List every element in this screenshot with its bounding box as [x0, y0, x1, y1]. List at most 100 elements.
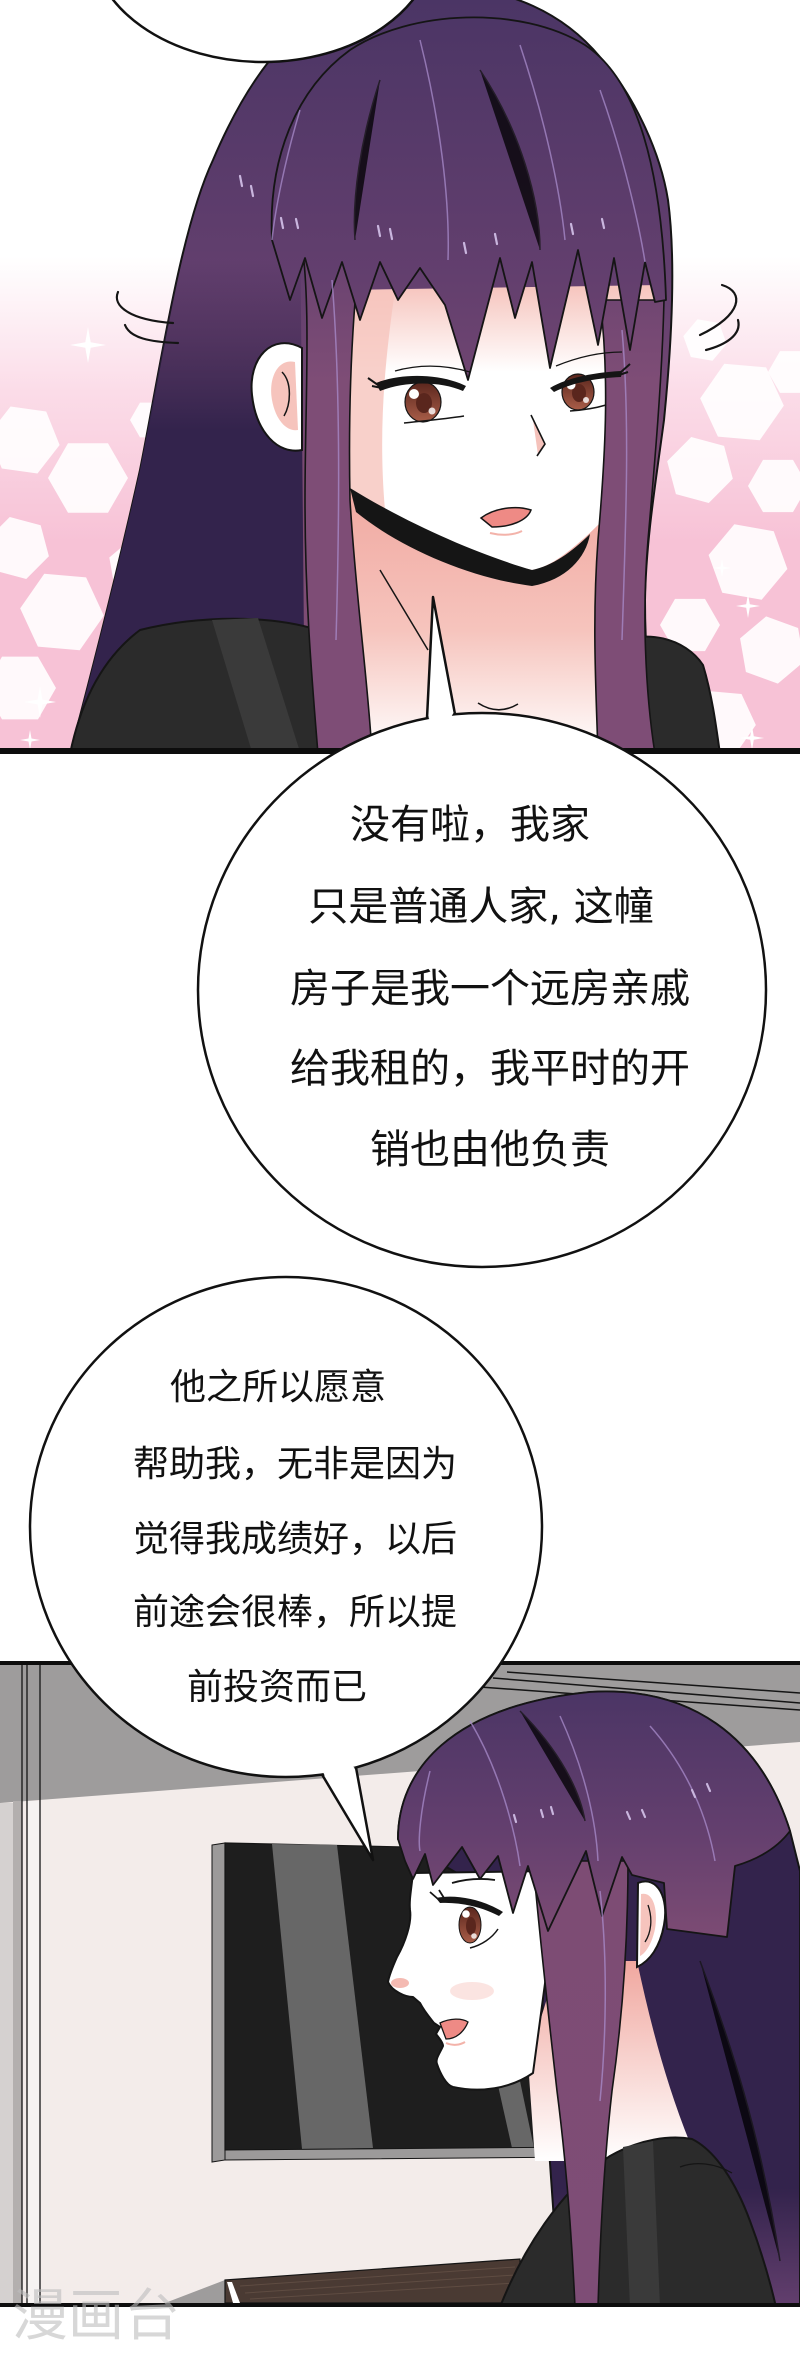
motion-line-left [123, 323, 180, 345]
pillar-strip [27, 1801, 40, 2307]
hair-bangs [270, 16, 667, 381]
motion-line-right [698, 283, 738, 337]
ear-fold-line [644, 1904, 652, 1943]
girl-close-up [68, 0, 722, 754]
molding-line [492, 1677, 800, 1704]
hair-lock-front [532, 1860, 629, 2307]
wood-grain [239, 2266, 516, 2300]
girl-profile [387, 1690, 800, 2307]
bubble-2-line-1: 他之所以愿意 [169, 1367, 386, 1408]
pupil [572, 384, 586, 402]
panel-1 [0, 0, 800, 754]
eye-highlight [462, 1910, 470, 1918]
hair-shine [569, 222, 575, 236]
ear-inner [271, 361, 298, 431]
hair-shine [625, 1810, 632, 1821]
hair-highlight-line [559, 1715, 599, 1862]
jaw-shadow [350, 488, 590, 586]
panel-2-border-bottom [0, 2303, 800, 2307]
face-profile [387, 1870, 551, 2091]
hair-shine [238, 174, 244, 188]
hair-highlights [271, 39, 646, 641]
hair-highlight-line [519, 44, 566, 241]
mouth [479, 506, 532, 536]
mouth-open [439, 2018, 469, 2040]
nose-shade [533, 420, 545, 455]
hair-shine [640, 1808, 647, 1819]
motion-lines [115, 283, 740, 352]
hair-highlight-line [331, 279, 340, 641]
eyelid-crease [555, 351, 623, 367]
right-eye [550, 351, 631, 412]
panel-2-border-top [0, 1661, 800, 1665]
pupil [466, 1917, 476, 1935]
hair-strand-line [353, 79, 381, 241]
hair-strand-line [479, 69, 541, 251]
hair-shine [279, 216, 285, 230]
hair-shine-dashes [238, 174, 606, 255]
molding-line [506, 1671, 800, 1694]
furniture-shadow [165, 2280, 225, 2303]
eye-highlight [583, 397, 589, 403]
watermark-logo: 漫画台 [12, 2284, 180, 2349]
ear [635, 1880, 667, 1969]
hair-shine [249, 184, 255, 198]
lower-lid [569, 404, 607, 412]
bubble-1-line-1: 没有啦，我家 [350, 802, 590, 848]
bubble-1-line-5: 销也由他负责 [370, 1127, 610, 1173]
left-eye [367, 365, 471, 424]
eye [429, 1889, 503, 1949]
jacket-highlight [623, 2141, 660, 2307]
hair-highlight-line [419, 39, 449, 261]
eye-highlight [409, 389, 419, 399]
hair-highlight-line [621, 329, 628, 641]
hair-shine [493, 232, 499, 246]
bubble-1-line-4: 给我租的，我平时的开 [290, 1046, 690, 1092]
lower-lip [489, 530, 523, 536]
bubble-1-line-2: 只是普通人家, 这幢 [308, 884, 654, 930]
panel-1-border-bottom [0, 748, 800, 754]
hair-highlight-line [418, 1770, 431, 1852]
bubble-2-line-3: 觉得我成绩好，以后 [132, 1519, 457, 1560]
hair-shine [462, 241, 468, 255]
eyebrow [451, 1878, 496, 1884]
lower-lid [403, 415, 465, 424]
neck-line [379, 569, 429, 651]
hair-highlight-line [271, 109, 301, 241]
hair-highlight-line [599, 1890, 607, 2102]
motion-line-right [704, 318, 740, 352]
hair-shine [549, 1805, 555, 1816]
cheek-blush [450, 1982, 494, 2000]
hair-shine [388, 227, 394, 241]
ear-inner [640, 1893, 656, 1956]
upper-lash [376, 375, 466, 391]
ear [250, 342, 303, 452]
nose [530, 414, 546, 457]
bubble-2-line-4: 前途会很棒，所以提 [132, 1592, 457, 1633]
nose-blush [391, 1978, 409, 1988]
lash-flick [429, 1889, 445, 1900]
hair-shine [705, 1782, 712, 1793]
motion-line-left [115, 290, 175, 325]
lash-flick [367, 377, 383, 389]
wall-pillar [0, 1665, 41, 2307]
lash-flick [618, 363, 631, 376]
hair-shine-dashes [512, 1782, 712, 1824]
hair-lock-right [594, 299, 665, 754]
pillar-side [13, 1801, 22, 2307]
pupil [416, 393, 432, 413]
hair-shine [512, 1813, 518, 1824]
collarbone-line [477, 702, 519, 711]
upper-lash [436, 1896, 503, 1916]
tv-side-frame [211, 1842, 226, 2163]
ear-fold-line [281, 371, 291, 417]
nose-line [530, 414, 546, 457]
jacket-seam [679, 2162, 733, 2174]
hair-highlight-line [599, 89, 646, 263]
eye-highlight [428, 407, 436, 415]
eyelid-crease [394, 365, 471, 373]
mouth [439, 2018, 469, 2046]
hair-shine [294, 217, 300, 230]
hair-shine [376, 224, 382, 238]
bubble-2-line-2: 帮助我，无非是因为 [132, 1444, 457, 1485]
